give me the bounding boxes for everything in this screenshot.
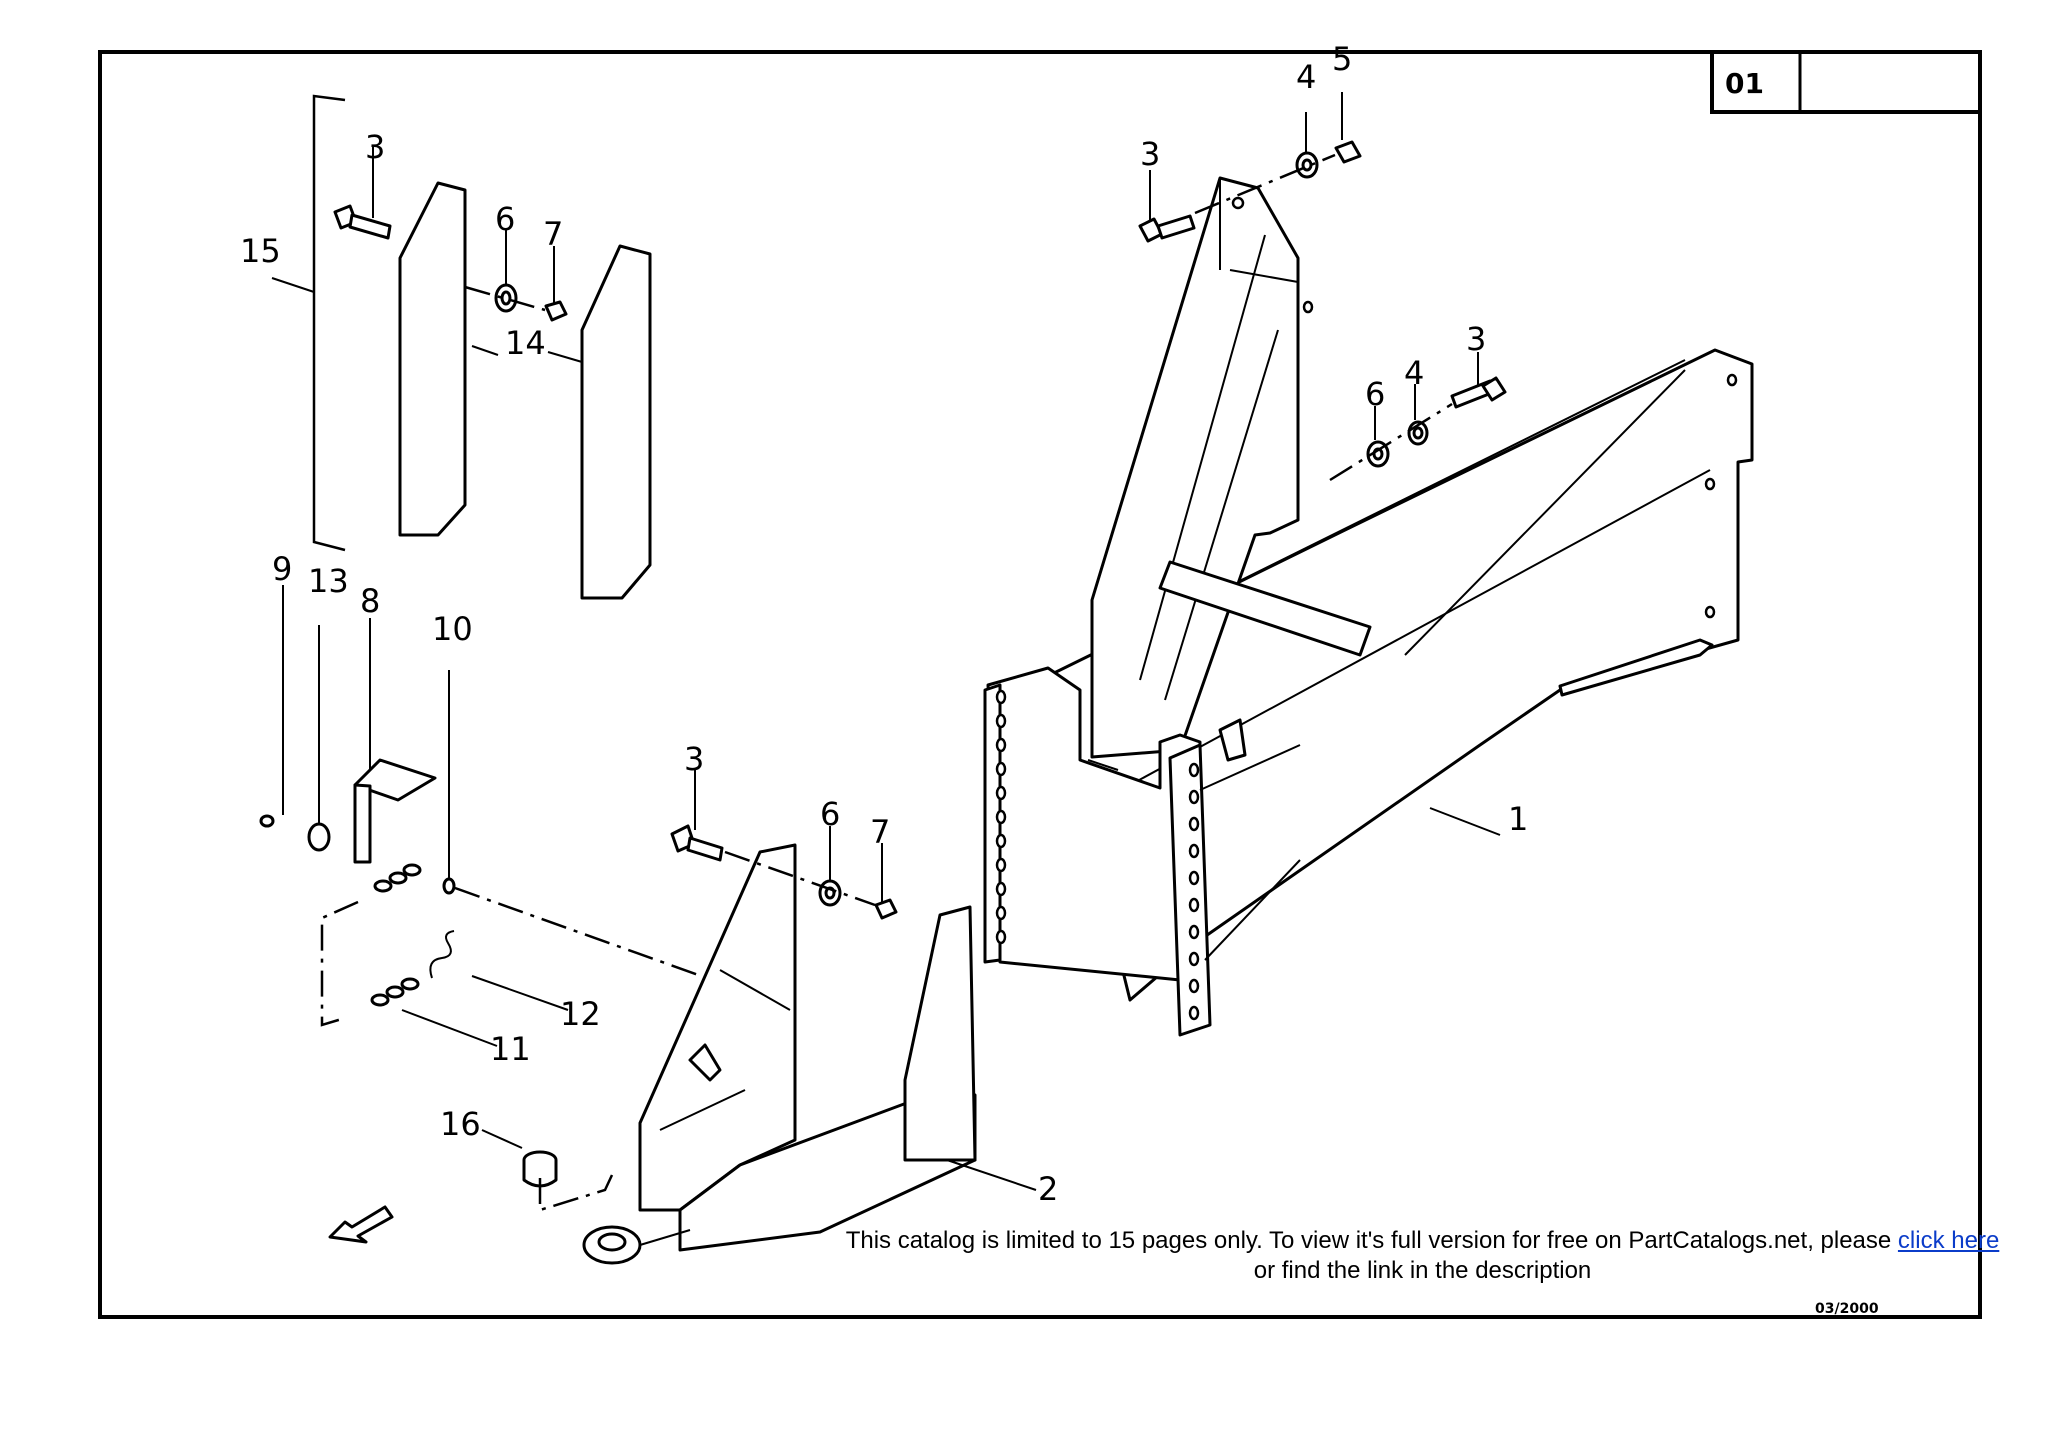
callout-12: 12 (560, 995, 601, 1033)
callout-14: 14 (505, 324, 546, 362)
small-parts-group (259, 585, 761, 1047)
part-1-main-frame (983, 92, 1754, 1037)
page-code: 01 (1725, 67, 1764, 100)
callout-6: 6 (1365, 375, 1385, 413)
part-11-chain-lower (370, 977, 420, 1007)
date-stamp: 03/2000 (1815, 1301, 1879, 1317)
part-14-plate-left (398, 181, 467, 537)
frame-holes-right (1188, 762, 1200, 1021)
part-16-cap (481, 1129, 614, 1212)
callout-10: 10 (432, 610, 473, 648)
title-block: 01 (1710, 50, 1982, 114)
callout-3: 3 (365, 128, 385, 166)
part-3-bolt-front (670, 768, 724, 862)
callout-7: 7 (870, 813, 890, 851)
part-2-drawbar-front (328, 768, 1037, 1265)
callout-9: 9 (272, 550, 292, 588)
part-4-washer-top-right (1295, 112, 1319, 179)
direction-arrow-icon (328, 1205, 394, 1244)
callout-2: 2 (1038, 1170, 1058, 1208)
part-5-nut-top-right (1334, 92, 1362, 164)
notice-line-1: This catalog is limited to 15 pages only… (800, 1226, 2045, 1256)
part-6-washer-top-left (494, 228, 518, 313)
part-11-chain-upper (373, 863, 422, 893)
callout-1: 1 (1508, 800, 1528, 838)
part-9-pin (259, 814, 275, 828)
callout-8: 8 (360, 582, 380, 620)
frame-holes-left (995, 689, 1007, 945)
callout-6: 6 (495, 200, 515, 238)
catalog-notice: This catalog is limited to 15 pages only… (800, 1226, 2045, 1286)
click-here-link[interactable]: click here (1897, 1227, 2000, 1254)
callout-16: 16 (440, 1105, 481, 1143)
part-7-nut-top-left (544, 246, 568, 322)
drawing-frame (98, 50, 1982, 1319)
part-15-plate-set (271, 94, 652, 600)
part-13-washer (307, 822, 331, 852)
notice-text: This catalog is limited to 15 pages only… (845, 1227, 1892, 1254)
part-10-clip (442, 877, 456, 895)
callout-3: 3 (1466, 320, 1486, 358)
part-6-washer-right (1366, 406, 1390, 468)
callout-labels: 1 2 3 3 3 3 4 4 5 6 6 6 7 7 8 9 10 11 12… (240, 40, 1528, 1208)
callout-5: 5 (1332, 40, 1352, 78)
part-3-bolt-top-right (1138, 170, 1196, 243)
part-6-washer-front (818, 826, 842, 907)
part-14-plate-right (580, 244, 652, 600)
callout-15: 15 (240, 232, 281, 270)
callout-3: 3 (1140, 135, 1160, 173)
part-8-bracket (353, 758, 437, 864)
callout-7: 7 (543, 215, 563, 253)
callout-4: 4 (1296, 58, 1316, 96)
callout-4: 4 (1404, 354, 1424, 392)
part-4-washer-right (1407, 384, 1429, 446)
callout-6: 6 (820, 795, 840, 833)
part-3-bolt-right (1450, 352, 1507, 409)
callout-3: 3 (684, 740, 704, 778)
part-3-bolt-top-left (333, 146, 392, 240)
part-12-s-hook (429, 930, 455, 979)
part-7-nut-front (874, 843, 898, 920)
notice-line-2: or find the link in the description (1253, 1257, 1592, 1284)
callout-13: 13 (308, 562, 349, 600)
callout-11: 11 (490, 1030, 531, 1068)
